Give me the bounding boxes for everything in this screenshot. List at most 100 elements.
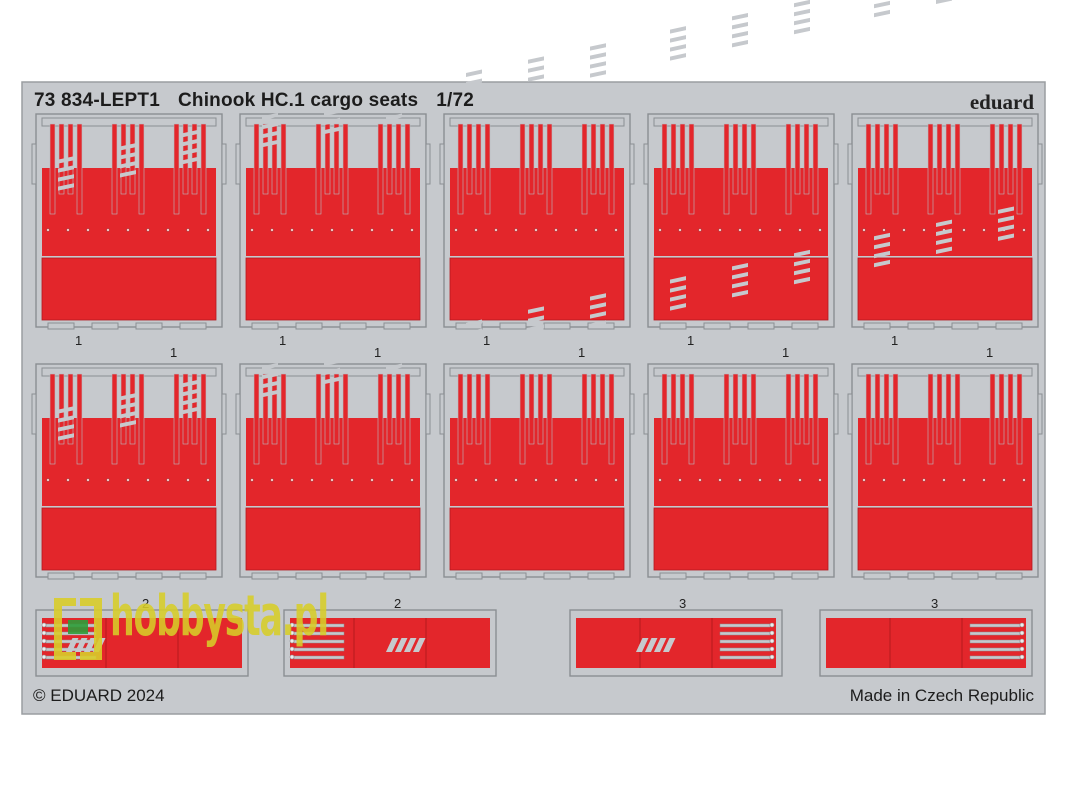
rivet-hole [41,622,47,628]
buckle-slot [794,258,810,267]
strap [200,123,207,215]
strap [581,373,588,465]
strap [750,123,757,215]
rivet-hole [289,638,295,644]
buckle-slot [262,112,278,121]
buckle-slot [936,237,952,246]
buckle-slot [874,250,890,259]
buckle-slot [324,376,340,385]
tab [31,143,37,185]
rivet-hole [658,228,662,232]
strap [324,123,331,195]
strap [280,373,287,465]
tab [31,393,37,435]
tab [1037,393,1043,435]
strap [342,373,349,465]
rivet-hole [738,228,742,232]
rivet-hole [86,478,90,482]
strap [794,373,801,445]
strap [537,373,544,445]
rivet-hole [186,478,190,482]
tab [629,393,635,435]
rivet-hole [106,228,110,232]
rivet-hole [718,478,722,482]
rivet-hole [330,228,334,232]
buckle-slot [412,638,426,652]
copyright-text: © EDUARD 2024 [33,686,165,705]
part-number: 2 [142,596,150,611]
strap [484,123,491,215]
strap [874,123,881,195]
buckle-slot [403,638,417,652]
buckle-slot [324,367,340,376]
brand-logo: eduard [969,90,1034,114]
strap [803,373,810,445]
bench-part [35,609,249,677]
tab [847,393,853,435]
part-number: 1 [279,333,287,348]
buckle-slot [394,638,408,652]
tab [863,572,891,580]
strap [989,123,996,215]
tab [251,322,279,330]
buckle-slot [936,228,952,237]
buckle-slot [528,324,544,332]
buckle-slot [385,638,399,652]
part-number: 1 [687,333,695,348]
strap [892,373,899,465]
strap [608,123,615,215]
strap [936,123,943,195]
strap [719,623,771,628]
buckle-slot [262,139,278,148]
rivet-hole [494,478,498,482]
buckle-slot [998,206,1014,214]
rivet-hole [41,638,47,644]
rivet-hole [1019,622,1025,628]
buckle-slot [120,143,136,151]
strap [688,123,695,215]
tab [659,322,687,330]
buckle-slot [58,406,74,414]
strap [377,123,384,215]
strap [599,123,606,195]
buckle-slot [662,638,676,652]
buckle-slot [386,354,402,362]
tab [659,572,687,580]
tab [1037,143,1043,185]
tab [499,322,527,330]
rivet-hole [46,228,50,232]
buckle-slot [262,130,278,139]
rivet-hole [982,478,986,482]
tab [587,572,615,580]
rivet-hole [289,646,295,652]
buckle-slot [58,174,74,182]
strap [129,123,136,195]
rivet-hole [594,478,598,482]
buckle-slot [466,78,482,86]
strap [865,123,872,215]
rivet-hole [778,478,782,482]
strap [723,373,730,465]
buckle-slot [998,215,1014,223]
attach-bar [857,117,1033,127]
rivet-hole [390,478,394,482]
strap [581,123,588,215]
rivet-hole [574,478,578,482]
strap [670,123,677,195]
rivet-hole [614,478,618,482]
rivet-hole [330,478,334,482]
strap [519,373,526,465]
tab [221,143,227,185]
buckle-slot [120,152,136,160]
strap [969,639,1021,644]
tab [91,322,119,330]
strap [173,123,180,215]
buckle-slot [74,638,88,652]
rivet-hole [41,654,47,660]
tab [747,322,775,330]
strap [111,123,118,215]
attach-bar [857,367,1033,377]
rivet-hole [614,228,618,232]
strap [49,373,56,465]
buckle-slot [590,61,606,69]
